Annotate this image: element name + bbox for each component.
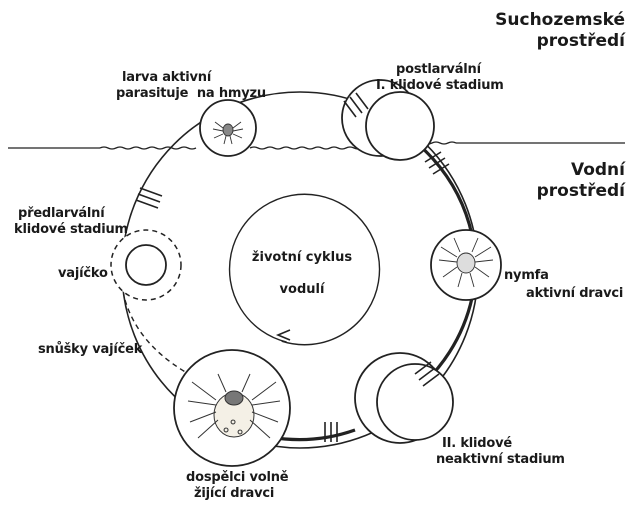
- nymph-label: nymfa aktivní dravci: [500, 268, 623, 302]
- water-surface-line: [8, 142, 625, 149]
- cycle-arrow-head: [278, 330, 290, 340]
- prelarval-label: předlarvální klidové stadium: [14, 206, 128, 238]
- postlarval-label: postlarvální I. klidové stadium: [376, 62, 504, 94]
- terrestrial-heading: Suchozemské prostředí: [495, 10, 625, 52]
- center-caption: životní cyklus vodulí: [246, 250, 358, 298]
- egg-clutches-label: snůšky vajíček: [38, 342, 142, 358]
- aquatic-heading: Vodní prostředí: [537, 160, 625, 202]
- egg-label: vajíčko: [58, 266, 108, 282]
- egg-stage-circle: [111, 230, 181, 300]
- larva-label: larva aktivní parasituje na hmyzu: [116, 70, 266, 102]
- second-rest-label: II. klidové neaktivní stadium: [436, 436, 565, 468]
- adults-label: dospělci volně žijící dravci: [186, 470, 288, 502]
- nymph-stage-circle: [431, 230, 501, 300]
- larva-stage-circle: [200, 100, 256, 156]
- adults-stage-circle: [174, 350, 290, 466]
